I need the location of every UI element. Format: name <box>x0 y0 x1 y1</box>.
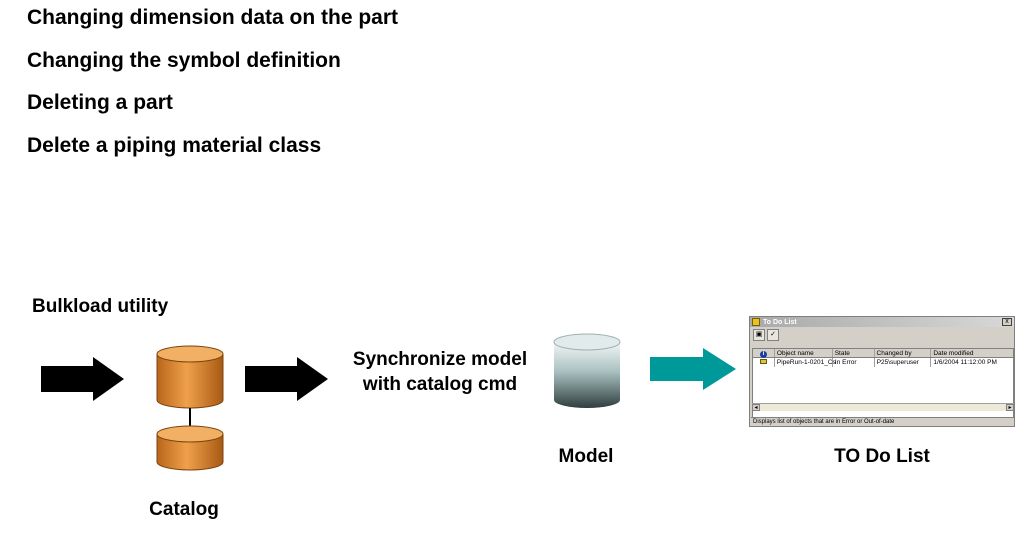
catalog-label: Catalog <box>149 499 219 520</box>
todo-toolbar: ▣ ✓ <box>750 327 1014 343</box>
row-object-name: PipeRun-1-0201_Cs <box>776 358 836 367</box>
close-icon[interactable]: x <box>1002 318 1012 326</box>
bullet-item: Delete a piping material class <box>27 133 322 157</box>
row-changed-by: P25\superuser <box>875 358 932 367</box>
scroll-right-icon[interactable]: ▸ <box>1006 404 1014 411</box>
column-header-date-modified[interactable]: Date modified <box>933 350 974 357</box>
info-icon: i <box>759 351 767 358</box>
row-date-modified: 1/6/2004 11:12:00 PM <box>933 359 997 366</box>
column-header-changed-by[interactable]: Changed by <box>875 349 932 357</box>
scroll-left-icon[interactable]: ◂ <box>752 404 760 411</box>
arrow-to-catalog <box>41 357 124 401</box>
bullet-item: Changing dimension data on the part <box>27 6 399 29</box>
arrow-to-todo <box>650 348 736 390</box>
info-column-header[interactable]: i <box>753 349 775 358</box>
arrow-to-sync <box>245 357 328 401</box>
bullet-item: Changing the symbol definition <box>27 48 341 72</box>
catalog-db-icon <box>156 345 224 471</box>
bulkload-label: Bulkload utility <box>32 296 169 317</box>
properties-icon[interactable]: ▣ <box>753 329 765 341</box>
column-header-object-name[interactable]: Object name <box>775 349 833 357</box>
todo-titlebar: To Do List <box>750 317 1014 327</box>
bullet-item: Deleting a part <box>27 91 173 114</box>
update-icon[interactable]: ✓ <box>767 329 779 341</box>
status-bar: Displays list of objects that are in Err… <box>751 417 1013 425</box>
bullet-list: Changing dimension data on the part Chan… <box>27 5 398 175</box>
warning-row-icon <box>759 359 767 364</box>
row-status-cell <box>753 358 775 367</box>
todo-app-icon <box>752 318 760 326</box>
todo-list-window: To Do List x ▣ ✓ i Object name State Cha… <box>749 316 1015 427</box>
model-db-icon <box>553 333 621 408</box>
horizontal-scrollbar[interactable]: ◂ ▸ <box>752 403 1014 411</box>
table-row[interactable]: PipeRun-1-0201_Cs In Error P25\superuser… <box>753 358 1013 367</box>
synchronize-label-line2: with catalog cmd <box>362 374 518 395</box>
column-header-state[interactable]: State <box>833 349 875 357</box>
todo-label: TO Do List <box>834 446 930 467</box>
todo-window-title: To Do List <box>763 318 797 326</box>
row-state: In Error <box>833 358 875 367</box>
model-label: Model <box>558 446 614 467</box>
grid-header: i Object name State Changed by Date modi… <box>753 349 1013 358</box>
synchronize-label-line1: Synchronize model <box>352 349 528 370</box>
